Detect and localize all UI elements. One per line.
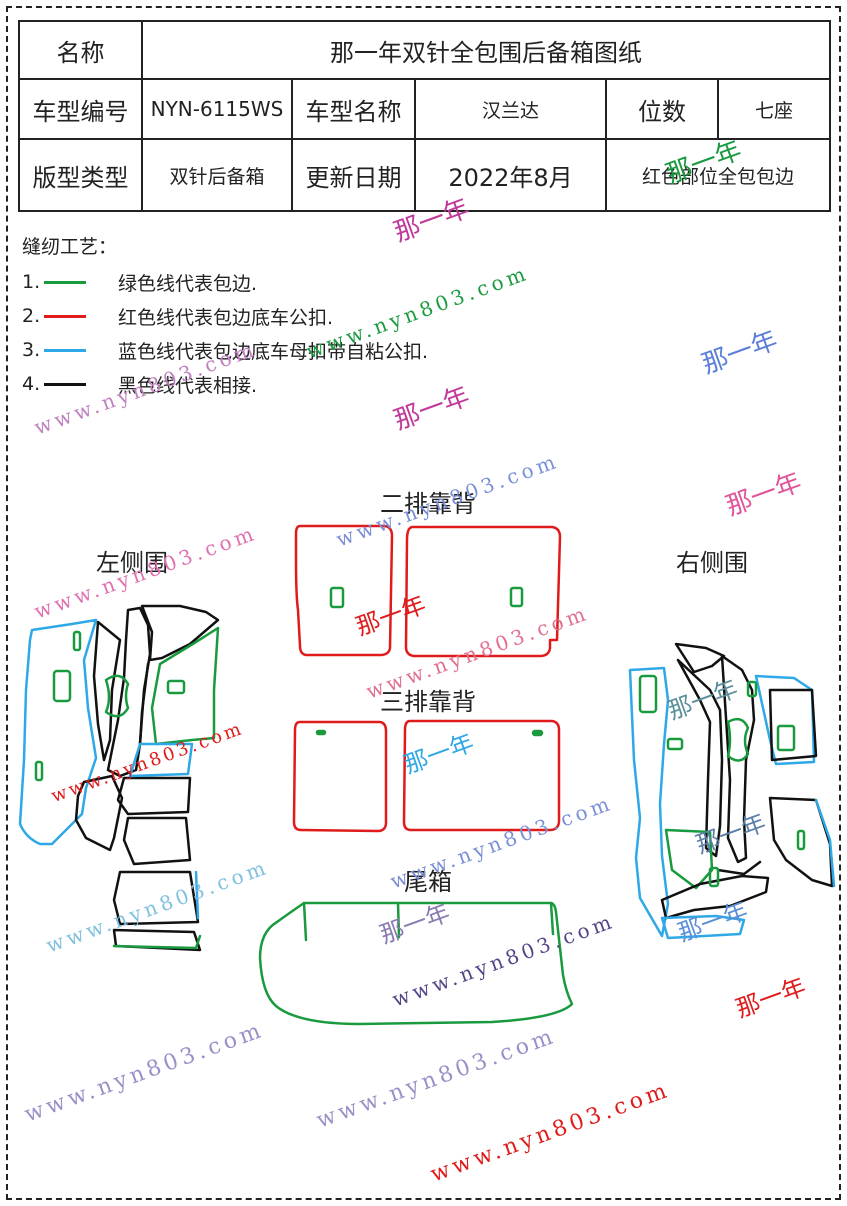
craft-title: 缝纫工艺： (22, 236, 118, 258)
red-line-swatch (44, 314, 86, 318)
legend-item-green: 1. 绿色线代表包边. (22, 271, 258, 295)
craft-legend: 缝纫工艺： 1. 绿色线代表包边. 2. 红色线代表包边底车公扣. 3. 蓝色线… (22, 232, 428, 401)
third-row-label: 三排靠背 (380, 688, 476, 716)
left-side-label: 左侧围 (96, 549, 168, 577)
type-value: 双针后备箱 (141, 138, 293, 212)
name-label: 名称 (18, 20, 143, 80)
right-side-panel (628, 642, 836, 940)
trunk-floor (258, 901, 574, 1026)
type-label: 版型类型 (18, 138, 143, 212)
black-line-swatch (44, 382, 86, 386)
model-name-value: 汉兰达 (414, 78, 607, 140)
model-name-label: 车型名称 (291, 78, 416, 140)
info-table: 名称 那一年双针全包围后备箱图纸 车型编号 NYN-6115WS 车型名称 汉兰… (18, 20, 832, 212)
third-row-backrest-left (292, 720, 388, 833)
model-code-label: 车型编号 (18, 78, 143, 140)
second-row-backrest-right (404, 525, 562, 658)
second-row-backrest-left (294, 524, 394, 657)
update-value: 2022年8月 (414, 138, 607, 212)
name-value: 那一年双针全包围后备箱图纸 (140, 20, 832, 80)
second-row-label: 二排靠背 (380, 490, 476, 518)
third-row-backrest-right (402, 719, 561, 832)
legend-item-blue: 3. 蓝色线代表包边底车母扣带自粘公扣. (22, 339, 429, 363)
legend-item-red: 2. 红色线代表包边底车公扣. (22, 305, 334, 329)
update-label: 更新日期 (291, 138, 416, 212)
green-line-swatch (44, 280, 86, 284)
trunk-label: 尾箱 (404, 868, 452, 896)
legend-item-black: 4. 黑色线代表相接. (22, 373, 258, 397)
seats-label: 位数 (605, 78, 719, 140)
left-side-panel (18, 604, 220, 952)
note-value: 红色部位全包包边 (604, 138, 832, 212)
seats-value: 七座 (716, 78, 832, 140)
blue-line-swatch (44, 348, 86, 352)
page-border (6, 6, 841, 1200)
model-code-value: NYN-6115WS (141, 78, 293, 140)
right-side-label: 右侧围 (676, 549, 748, 577)
